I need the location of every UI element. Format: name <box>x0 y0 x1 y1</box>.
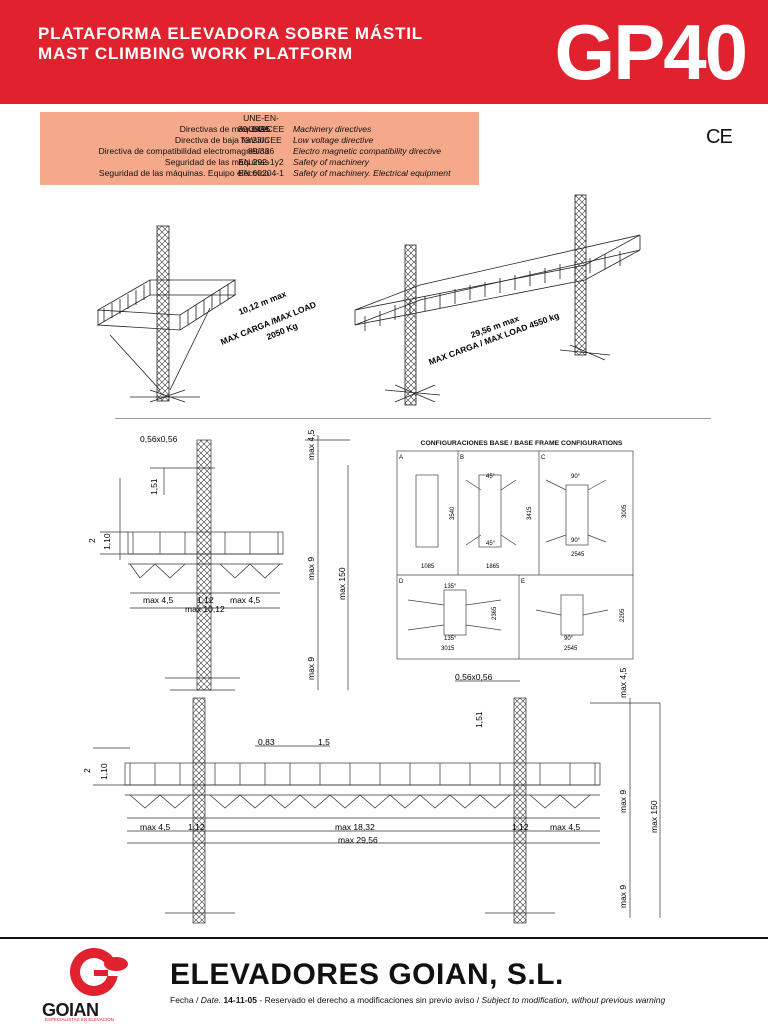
twin-mast-isometric <box>354 194 641 406</box>
directive-en: Safety of machinery <box>293 157 369 167</box>
reserved-en: Subject to modification, without previou… <box>481 995 666 1005</box>
twin-total: max 29,56 <box>338 835 378 845</box>
directive-row: Seguridad de las máquinas. Equipo eléctr… <box>40 168 479 179</box>
config-height: 2295 <box>620 608 626 622</box>
twin-c-left: 1,12 <box>188 822 205 832</box>
standard-code: UNE-EN-1495 <box>243 113 279 134</box>
directive-es: Directivas de máquinas <box>179 124 269 134</box>
config-height: 2365 <box>492 606 498 620</box>
twin-ext-right: max 4,5 <box>550 822 581 832</box>
title-spanish: PLATAFORMA ELEVADORA SOBRE MÁSTIL <box>38 24 423 43</box>
single-ext-left: max 4,5 <box>143 595 174 605</box>
header-banner: PLATAFORMA ELEVADORA SOBRE MÁSTIL MAST C… <box>0 0 768 104</box>
reserved-es: - Reservado el derecho a modificaciones … <box>259 995 480 1005</box>
single-mast-section: 0,56x0,56 <box>140 434 178 444</box>
directive-code: 73/23/CEE <box>240 135 282 145</box>
single-rail2-dim: 1,10 <box>102 533 112 550</box>
config-letter: E <box>521 579 525 585</box>
configurations-grid: A B C D E 1085 3540 45° 45° 1865 3415 90… <box>396 450 634 660</box>
single-ext-right: max 4,5 <box>230 595 261 605</box>
goian-logo-icon <box>70 948 128 996</box>
logo-name: GOIAN <box>42 1000 99 1020</box>
directive-row: Directiva de compatibilidad electromagné… <box>40 146 479 157</box>
fecha-es: Fecha / <box>170 995 199 1005</box>
twin-mast-section: 0,56x0,56 <box>455 672 493 682</box>
directive-en: Machinery directives <box>293 124 372 134</box>
footer-note: Fecha / Date. 14-11-05 - Reservado el de… <box>170 995 665 1005</box>
directive-row: Directivas de máquinas 89/392/CEE Machin… <box>40 124 479 135</box>
twin-v-top: max 4,5 <box>618 668 628 698</box>
twin-v-mid: max 9 <box>618 790 628 813</box>
config-width: 1865 <box>486 564 500 570</box>
directive-es: Directiva de baja tensión <box>174 135 269 145</box>
single-top-dim: 1,51 <box>149 478 159 495</box>
config-angle: 45° <box>486 541 496 547</box>
twin-v-total: max 150 <box>649 800 659 833</box>
directive-en: Electro magnetic compatibility directive <box>293 146 442 156</box>
single-v-total: max 150 <box>337 567 347 600</box>
directive-code: 89/336 <box>247 146 275 156</box>
directive-code: EN 292-1y2 <box>238 157 284 167</box>
twin-s2: 1,5 <box>318 737 330 747</box>
config-width: 2545 <box>564 646 578 652</box>
twin-middle: max 18,32 <box>335 822 375 832</box>
directive-en: Safety of machinery. Electrical equipmen… <box>293 168 451 178</box>
config-angle: 45° <box>486 474 496 480</box>
single-center: 1,12 <box>197 595 214 605</box>
directive-row: Directiva de baja tensión 73/23/CEE Low … <box>40 135 479 146</box>
config-width: 1085 <box>421 564 435 570</box>
directive-code: 89/392/CEE <box>237 124 285 134</box>
footer-divider <box>0 937 768 939</box>
config-angle: 135° <box>444 636 457 642</box>
config-angle: 90° <box>571 538 581 544</box>
twin-c-right: 1,12 <box>512 822 529 832</box>
directive-es: Seguridad de las máquinas. Equipo eléctr… <box>98 168 269 178</box>
config-letter: B <box>460 455 464 461</box>
footer-date: 14-11-05 <box>223 995 257 1005</box>
config-height: 3005 <box>622 504 628 518</box>
twin-rail-dim: 2 <box>82 768 92 773</box>
config-height: 3540 <box>450 506 456 520</box>
single-mast-isometric <box>96 225 237 403</box>
section-divider <box>115 418 711 419</box>
config-height: 3415 <box>527 506 533 520</box>
twin-s1: 0,83 <box>258 737 275 747</box>
config-letter: D <box>399 579 404 585</box>
config-letter: C <box>541 455 546 461</box>
configurations-title: CONFIGURACIONES BASE / BASE FRAME CONFIG… <box>420 440 623 447</box>
directive-es: Directiva de compatibilidad electromagné… <box>98 146 269 156</box>
directive-en: Low voltage directive <box>293 135 374 145</box>
config-width: 3015 <box>441 646 455 652</box>
twin-load-label: MAX CARGA / MAX LOAD 4550 kg <box>427 310 560 367</box>
isometric-views: 10,12 m max MAX CARGA /MAX LOAD 2050 Kg … <box>96 194 641 406</box>
single-v-top: max 4,5 <box>306 429 316 460</box>
company-name: ELEVADORES GOIAN, S.L. <box>170 958 564 991</box>
directive-es: Seguridad de las máquinas <box>164 157 269 167</box>
single-rail-dim: 2 <box>87 538 97 543</box>
config-angle: 90° <box>571 474 581 480</box>
directive-code: EN 60204-1 <box>238 168 284 178</box>
single-total: max 10,12 <box>185 604 225 614</box>
twin-ext-left: max 4,5 <box>140 822 171 832</box>
config-width: 2545 <box>571 552 585 558</box>
twin-rail2-dim: 1,10 <box>99 763 109 780</box>
title-english: MAST CLIMBING WORK PLATFORM <box>38 44 353 63</box>
twin-v-low: max 9 <box>618 885 628 908</box>
ce-mark: CE <box>706 126 733 148</box>
twin-top-dim: 1,51 <box>474 711 484 728</box>
logo-subtitle: ESPECIALISTAS EN ELEVACIÓN <box>45 1017 114 1022</box>
model-name: GP40 <box>554 8 748 96</box>
directive-row: Seguridad de las máquinas EN 292-1y2 Saf… <box>40 157 479 168</box>
twin-mast-elevation: 0,56x0,56 1,51 2 1,10 0,83 1,5 max 4,5 1… <box>82 668 661 924</box>
fecha-en: Date. <box>200 995 222 1005</box>
single-v-low: max 9 <box>306 657 316 680</box>
config-angle: 90° <box>564 636 574 642</box>
single-mast-elevation: 0,56x0,56 1,51 2 1,10 max 4,5 1,12 max 4… <box>87 429 350 691</box>
single-v-mid: max 9 <box>306 557 316 580</box>
directives-box: UNE-EN-1495 Directivas de máquinas 89/39… <box>40 112 479 185</box>
config-letter: A <box>399 455 403 461</box>
config-angle: 135° <box>444 584 457 590</box>
